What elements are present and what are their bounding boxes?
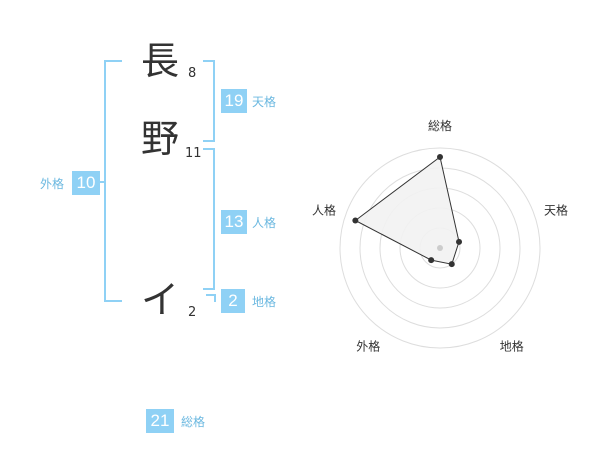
stroke-count-2: 11 [185,146,202,161]
gaikaku-badge: 10 [72,171,100,195]
name-char-2: 野 [141,117,180,161]
gaikaku-label: 外格 [40,177,65,191]
radar-point-2 [456,238,463,245]
gaikaku-bracket-stub [98,181,104,183]
radar-point-3 [448,261,455,268]
radar-shape [354,156,460,265]
chikaku-label: 地格 [252,295,277,309]
name-char-3: イ [141,278,180,322]
name-char-1: 長 [141,39,180,83]
gaikaku-bracket [104,60,122,302]
radar-axis-label-2: 天格 [544,202,568,217]
stroke-count-3: 2 [188,305,197,320]
radar-point-5 [352,217,359,224]
radar-point-1 [437,154,443,160]
radar-grid-ring [339,147,541,349]
tenkaku-badge: 19 [221,89,247,113]
jinkaku-label: 人格 [252,216,277,230]
jinkaku-badge: 13 [221,210,247,234]
radar-dots [352,154,463,268]
tenkaku-bracket [203,60,215,142]
tenkaku-label: 天格 [252,95,277,109]
jinkaku-bracket [203,148,215,290]
chikaku-badge: 2 [221,289,245,313]
stroke-count-1: 8 [188,66,197,81]
radar-center-dot [437,245,443,251]
radar-axis-label-3: 地格 [500,339,524,354]
radar-axis-label-1: 総格 [428,118,452,133]
radar-axis-label-4: 外格 [356,339,380,354]
radar-axis-label-5: 人格 [312,202,336,217]
soukaku-badge: 21 [146,409,174,433]
chikaku-bracket [206,294,216,302]
radar-point-4 [428,257,435,264]
soukaku-label: 総格 [181,415,206,429]
